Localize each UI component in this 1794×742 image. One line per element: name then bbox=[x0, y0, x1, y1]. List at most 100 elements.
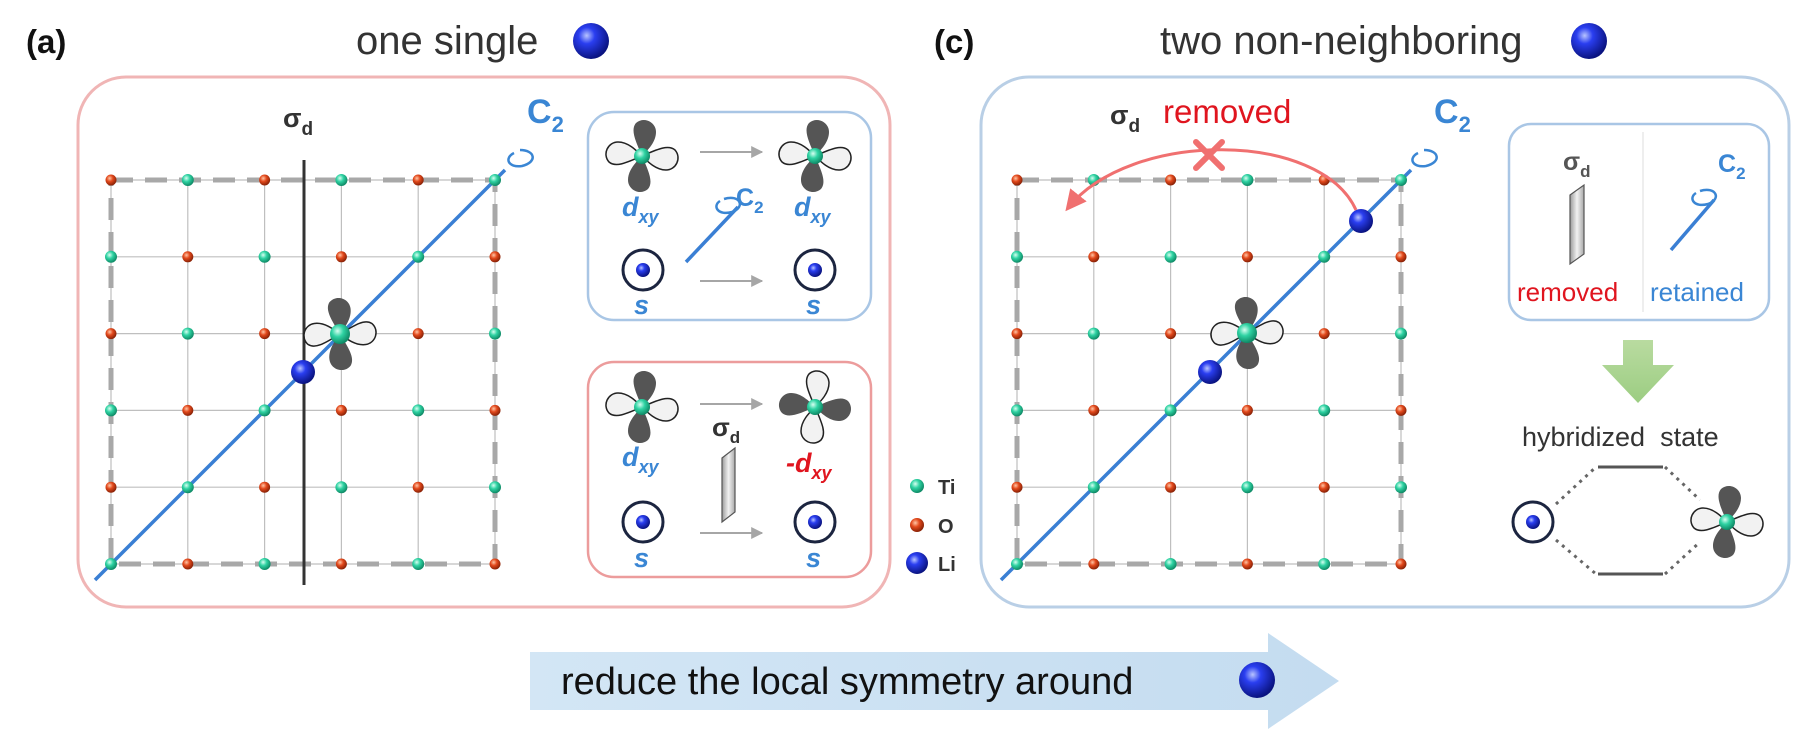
panel-c-ti-atom bbox=[1087, 327, 1100, 340]
hybrid-s-orbital bbox=[1511, 500, 1555, 544]
panel-c-o-atom bbox=[1088, 404, 1100, 416]
panel-c-title-li-atom bbox=[1571, 23, 1607, 59]
panel-a-o-atom bbox=[182, 558, 194, 570]
panel-a-ti-atom bbox=[258, 404, 271, 417]
panel-a-c2-label: C2 bbox=[527, 93, 564, 137]
c2-box-rotation-icon bbox=[715, 196, 742, 215]
sigma-box-s-right-label: s bbox=[806, 543, 821, 573]
panel-c-unit-cell bbox=[1014, 177, 1404, 567]
panel-c-o-atom bbox=[1011, 174, 1023, 186]
panel-c-o-atom bbox=[1318, 328, 1330, 340]
bottom-arrow-shape bbox=[530, 633, 1339, 729]
panel-c-o-atom bbox=[1011, 481, 1023, 493]
c2-box-axis bbox=[684, 205, 740, 264]
legend-li-marker bbox=[906, 552, 928, 574]
panel-c-o-atom bbox=[1088, 558, 1100, 570]
panel-a-o-atom bbox=[182, 404, 194, 416]
symmetry-box-sigma-label: σd bbox=[1563, 148, 1591, 181]
panel-a-ti-atom bbox=[105, 404, 117, 417]
legend-ti-marker bbox=[910, 479, 924, 493]
sigma-box-ti-right bbox=[807, 399, 823, 415]
hybrid-ti-atom bbox=[1719, 514, 1735, 530]
panel-a-title: one single bbox=[356, 19, 538, 63]
panel-a-o-atom bbox=[489, 558, 501, 570]
legend-li-label: Li bbox=[938, 554, 956, 576]
panel-c-hybridized-label: hybridized state bbox=[1522, 422, 1719, 452]
symmetry-box-mirror-icon bbox=[1569, 183, 1585, 266]
symmetry-box-c2-axis bbox=[1669, 198, 1716, 252]
panel-c-ti-atom bbox=[1241, 481, 1254, 494]
c2-box-s-orbital-right bbox=[793, 248, 837, 292]
c2-box-frame bbox=[586, 110, 873, 322]
sigma-box-ti-left bbox=[634, 399, 650, 415]
symmetry-box-removed-label: removed bbox=[1517, 277, 1618, 307]
panel-a-ti-atom bbox=[412, 250, 425, 263]
sigma-box-s-left-label: s bbox=[634, 543, 649, 573]
symmetry-box-rotation-icon bbox=[1691, 188, 1718, 207]
panel-a-o-atom bbox=[335, 404, 347, 416]
sigma-box-dxy-left-label: dxy bbox=[622, 442, 660, 477]
panel-c-frame bbox=[979, 75, 1791, 609]
panel-c-c2-label: C2 bbox=[1434, 93, 1471, 137]
panel-c-sigma-removed-arrow bbox=[1065, 148, 1358, 212]
c2-box-dxy-left-label: dxy bbox=[622, 192, 660, 227]
panel-c-o-atom bbox=[1165, 481, 1177, 493]
panel-c-ti-atom bbox=[1011, 404, 1023, 417]
panel-c-o-atom bbox=[1011, 328, 1023, 340]
atom-legend: Ti O Li bbox=[906, 477, 956, 576]
panel-a-ti-atom bbox=[412, 404, 425, 417]
bottom-arrow: reduce the local symmetry around bbox=[530, 633, 1339, 729]
panel-c-central-ti-atom bbox=[1237, 323, 1257, 343]
panel-c-o-atom bbox=[1241, 558, 1253, 570]
panel-c-o-atom bbox=[1241, 251, 1253, 263]
panel-a-ti-atom bbox=[489, 327, 501, 340]
panel-a-o-atom bbox=[105, 328, 117, 340]
panel-a-central-ti-atom bbox=[330, 324, 350, 344]
legend-o-label: O bbox=[938, 516, 954, 538]
panel-c-o-atom bbox=[1241, 404, 1253, 416]
panel-c-removed-label: removed bbox=[1163, 93, 1291, 130]
panel-a-ti-atom bbox=[105, 250, 117, 263]
panel-c-sigma-label: σd bbox=[1110, 100, 1140, 137]
c2-box-s-orbital-left bbox=[621, 248, 665, 292]
panel-a-ti-atom bbox=[489, 174, 501, 186]
panel-a-frame bbox=[76, 75, 892, 609]
sigma-box-mirror-icon bbox=[721, 446, 736, 524]
panel-c-cross-icon bbox=[1193, 139, 1225, 171]
panel-a-ti-atom bbox=[258, 558, 271, 570]
sigma-box-sigma-label: σd bbox=[712, 412, 740, 447]
panel-c-o-atom bbox=[1395, 404, 1407, 416]
panel-c-ti-atom bbox=[1395, 481, 1407, 494]
c2-box-s-left-label: s bbox=[634, 290, 649, 320]
panel-a-o-atom bbox=[335, 558, 347, 570]
panel-a-ti-atom bbox=[258, 250, 271, 263]
panel-a-c2-box: C2 dxy dxy s s bbox=[586, 110, 873, 322]
symmetry-box-retained-label: retained bbox=[1650, 277, 1744, 307]
panel-a-ti-atom bbox=[335, 481, 348, 494]
panel-a-ti-atom bbox=[105, 558, 117, 570]
panel-a-sigma-label: σd bbox=[283, 103, 313, 140]
panel-a-ti-atom bbox=[489, 481, 501, 494]
bottom-arrow-text: reduce the local symmetry around bbox=[561, 661, 1133, 703]
panel-c-down-arrow bbox=[1602, 340, 1674, 403]
panel-c-o-atom bbox=[1318, 481, 1330, 493]
panel-a-ti-atom bbox=[181, 327, 194, 340]
sigma-box-neg-dxy-label: -dxy bbox=[786, 448, 832, 483]
symmetry-box-frame bbox=[1507, 122, 1771, 322]
panel-c-ti-atom bbox=[1011, 250, 1023, 263]
panel-a-ti-atom bbox=[181, 174, 194, 186]
symmetry-box-c2-label: C2 bbox=[1718, 150, 1746, 183]
panel-c-label: (c) bbox=[934, 23, 974, 60]
bottom-arrow-li-atom bbox=[1239, 662, 1275, 698]
panel-c-ti-atom bbox=[1164, 404, 1177, 417]
panel-a-o-atom bbox=[412, 328, 424, 340]
panel-a-c2-rotation-icon bbox=[507, 148, 534, 168]
panel-c-symmetry-box: σd C2 removed retained bbox=[1507, 122, 1771, 322]
panel-a-sigma-box: σd dxy -dxy s s bbox=[586, 360, 873, 579]
c2-box-ti-left bbox=[634, 148, 650, 164]
panel-c-li-atom-lower bbox=[1198, 360, 1222, 384]
panel-a-ti-atom bbox=[335, 174, 348, 186]
panel-a-o-atom bbox=[259, 328, 271, 340]
